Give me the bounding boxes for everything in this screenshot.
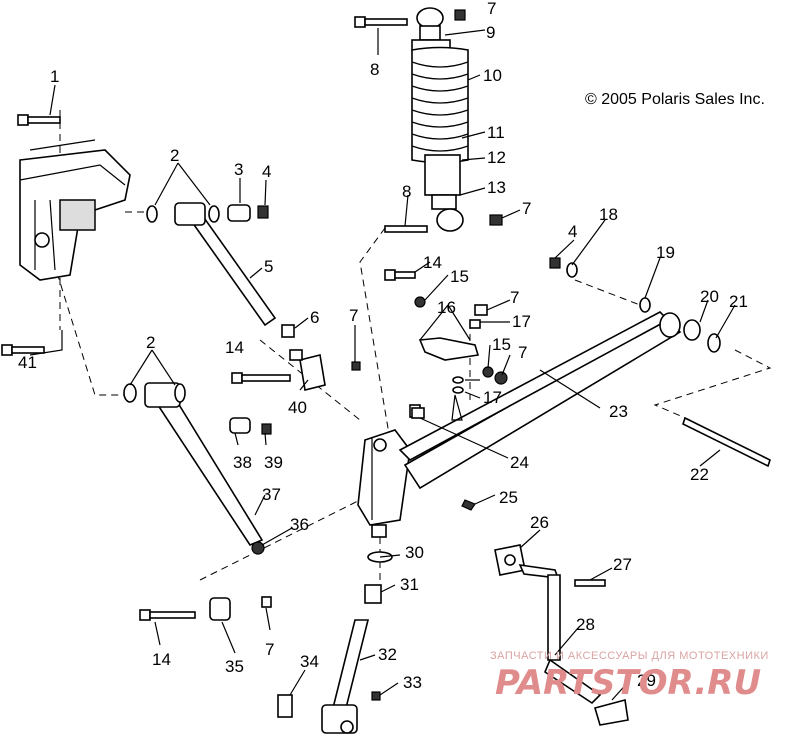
callout-7-lower: 7 (265, 640, 274, 659)
callout-2-upper: 2 (170, 146, 179, 165)
callout-38: 38 (233, 453, 252, 472)
callout-24: 24 (510, 453, 529, 472)
callout-4-left: 4 (262, 162, 271, 181)
callout-32: 32 (378, 645, 397, 664)
bolt-1 (17, 114, 61, 126)
callout-2-lower: 2 (146, 333, 155, 352)
mount-bracket-16 (414, 296, 508, 421)
callout-25: 25 (499, 488, 518, 507)
callout-36: 36 (290, 515, 309, 534)
callout-5: 5 (264, 257, 273, 276)
callout-6: 6 (310, 308, 319, 327)
lower-control-arm (123, 382, 272, 546)
callout-29: 29 (637, 671, 656, 690)
fasteners-24-25 (411, 407, 476, 511)
callout-35: 35 (225, 657, 244, 676)
bushing-40 (281, 324, 361, 391)
callout-7-bushing: 7 (349, 306, 358, 325)
callout-7-shock-bottom: 7 (522, 199, 531, 218)
callout-26: 26 (530, 513, 549, 532)
spindle-housing (357, 429, 411, 604)
trailing-arm (398, 311, 721, 490)
callout-17-upper: 17 (512, 312, 531, 331)
callout-33: 33 (403, 673, 422, 692)
washers-18-19 (549, 257, 651, 313)
callout-4-right: 4 (568, 222, 577, 241)
callout-14-lower: 14 (152, 650, 171, 669)
watermark: ЗАПЧАСТИ И АКСЕССУАРЫ ДЛЯ МОТОТЕХНИКИ PA… (490, 650, 769, 703)
steering-post (277, 619, 381, 734)
callout-39: 39 (264, 453, 283, 472)
callout-3: 3 (234, 160, 243, 179)
bolt-14-mid (384, 269, 416, 281)
bolt-41 (1, 344, 45, 356)
callout-8-bottom: 8 (402, 182, 411, 201)
callout-18: 18 (599, 205, 618, 224)
callout-1: 1 (50, 67, 59, 86)
callout-9: 9 (486, 23, 495, 42)
callout-14-mid: 14 (423, 253, 442, 272)
callout-14-upper: 14 (225, 338, 244, 357)
callout-27: 27 (613, 555, 632, 574)
callout-16: 16 (437, 298, 456, 317)
callout-13: 13 (487, 178, 506, 197)
callout-10: 10 (483, 66, 502, 85)
bushing-35 (209, 596, 272, 621)
callout-22: 22 (690, 465, 709, 484)
watermark-brand: PARTSTOR.RU (495, 663, 761, 703)
callout-40: 40 (288, 398, 307, 417)
callout-15-lower: 15 (492, 335, 511, 354)
upper-control-arm (146, 202, 277, 327)
callout-23: 23 (609, 402, 628, 421)
callout-21: 21 (729, 292, 748, 311)
shock-absorber (354, 7, 503, 233)
callout-41: 41 (18, 353, 37, 372)
callout-20: 20 (700, 287, 719, 306)
copyright-notice: © 2005 Polaris Sales Inc. (585, 91, 765, 108)
callout-30: 30 (405, 543, 424, 562)
leader-lines (29, 28, 736, 701)
pivot-rod-22 (682, 416, 771, 468)
callout-7-top: 7 (487, 0, 496, 18)
nut-36 (251, 541, 265, 555)
callout-8-top: 8 (370, 60, 379, 79)
callout-19: 19 (656, 243, 675, 262)
callout-7-mid: 7 (518, 343, 527, 362)
steering-arm-assembly (494, 544, 629, 726)
callout-31: 31 (400, 575, 419, 594)
callout-28: 28 (576, 615, 595, 634)
callout-7-bracket: 7 (510, 288, 519, 307)
frame-bracket (19, 139, 131, 281)
callout-labels: 1 2 2 3 4 4 5 6 7 7 7 7 7 7 8 8 9 10 11 … (18, 0, 748, 692)
callout-37: 37 (262, 485, 281, 504)
callout-17-lower: 17 (483, 388, 502, 407)
callout-11: 11 (487, 123, 505, 142)
callout-12: 12 (487, 148, 506, 167)
callout-15-upper: 15 (450, 267, 469, 286)
bolt-14-upper (231, 372, 291, 384)
watermark-tagline: ЗАПЧАСТИ И АКСЕССУАРЫ ДЛЯ МОТОТЕХНИКИ (490, 650, 769, 662)
callout-34: 34 (300, 652, 319, 671)
bolt-14-lower (139, 609, 196, 621)
